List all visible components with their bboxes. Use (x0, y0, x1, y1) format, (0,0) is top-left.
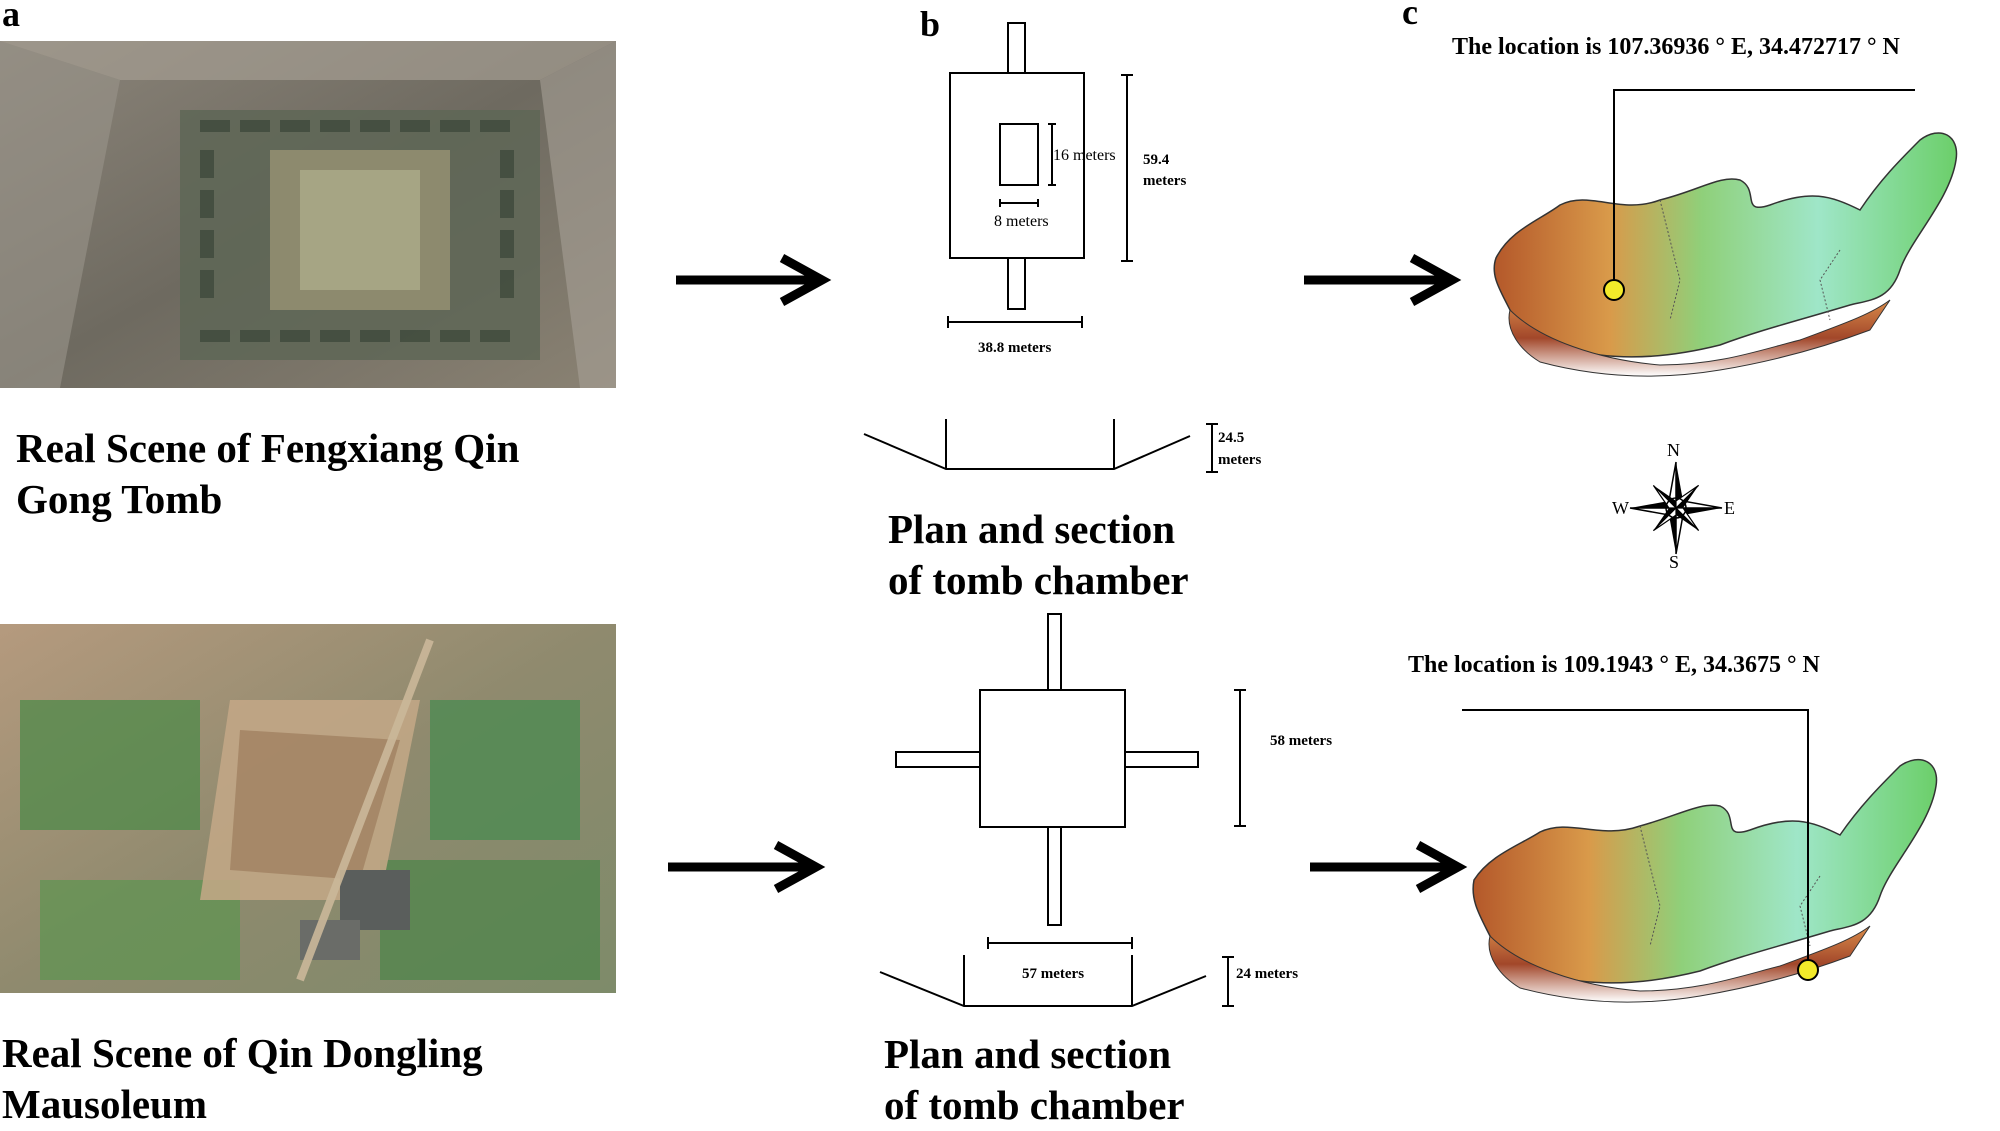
caption-fengxiang: Real Scene of Fengxiang Qin Gong Tomb (16, 423, 616, 525)
caption-qin-dongling-line2: Mausoleum (2, 1081, 207, 1127)
plan2-center-rect (979, 689, 1126, 828)
section-drawing-1 (863, 419, 1218, 473)
plan2-ramp-right (1124, 751, 1199, 768)
caption-section-1-line2: of tomb chamber (888, 557, 1189, 603)
map1-region (1493, 132, 1958, 358)
panel-label-b: b (920, 4, 941, 44)
plan1-ramp-bottom (1007, 257, 1026, 310)
compass-label-n: N (1667, 440, 1680, 460)
compass-label-w: W (1612, 498, 1629, 518)
compass-label-s: S (1669, 552, 1680, 572)
photo-qin-dongling (0, 624, 616, 993)
panel-label-a: a (2, 0, 20, 34)
dim-outer-width: 38.8 meters (978, 340, 1052, 356)
dim-depth-unit: meters (1218, 452, 1262, 468)
section-drawing-2 (879, 955, 1234, 1007)
plan2-ramp-bottom (1047, 826, 1062, 926)
caption-section-2-line1: Plan and section (884, 1031, 1172, 1077)
caption-section-2: Plan and section of tomb chamber (884, 1029, 1284, 1131)
map2-location-marker (1797, 959, 1819, 981)
map1-location-marker (1603, 279, 1625, 301)
panel-label-c: c (1402, 0, 1418, 32)
plan2-ramp-left (895, 751, 981, 768)
compass-rose (1629, 461, 1723, 555)
arrow-row1-left (676, 254, 832, 306)
dim-inner-height: 16 meters (1053, 147, 1116, 164)
caption-section-1: Plan and section of tomb chamber (888, 504, 1288, 606)
dim-outer-height-num: 59.4 (1143, 152, 1170, 168)
arrow-row1-right (1304, 254, 1462, 306)
dim-depth-num: 24.5 (1218, 430, 1245, 446)
arrow-row2-left (668, 841, 826, 893)
caption-qin-dongling-line1: Real Scene of Qin Dongling (2, 1030, 483, 1076)
caption-section-1-line1: Plan and section (888, 506, 1176, 552)
caption-fengxiang-line2: Gong Tomb (16, 476, 223, 522)
arrow-row2-right (1310, 841, 1468, 893)
plan-drawing-1 (947, 22, 1133, 328)
dim-outer-height-unit: meters (1143, 173, 1187, 189)
location-text-2: The location is 109.1943 ° E, 34.3675 ° … (1408, 652, 1820, 678)
caption-fengxiang-line1: Real Scene of Fengxiang Qin (16, 425, 520, 471)
photo-fengxiang-tomb (0, 41, 616, 388)
caption-section-2-line2: of tomb chamber (884, 1082, 1185, 1128)
dim-inner-width: 8 meters (994, 213, 1049, 230)
map-2 (1462, 709, 1938, 1003)
plan2-ramp-top (1047, 613, 1062, 691)
dim2-width: 57 meters (1022, 966, 1085, 982)
plan1-inner-rect (999, 123, 1039, 186)
dim2-depth: 24 meters (1236, 966, 1299, 982)
plan-drawing-2 (895, 613, 1246, 949)
map-1 (1493, 89, 1958, 377)
plan1-ramp-top (1007, 22, 1026, 74)
location-text-1: The location is 107.36936 ° E, 34.472717… (1452, 34, 1900, 60)
map2-region (1472, 758, 1938, 984)
dim2-height: 58 meters (1270, 733, 1333, 749)
compass-label-e: E (1724, 498, 1735, 518)
caption-qin-dongling: Real Scene of Qin Dongling Mausoleum (2, 1028, 622, 1130)
